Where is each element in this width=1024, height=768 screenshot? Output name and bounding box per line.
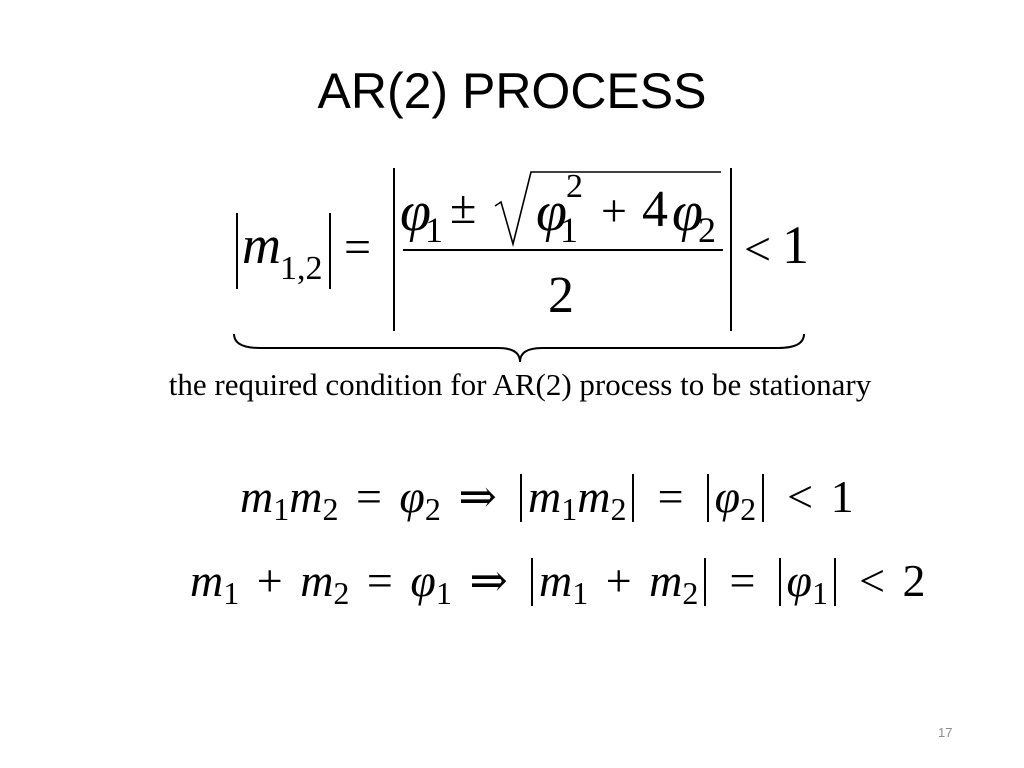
plus-sign: + bbox=[601, 185, 627, 236]
abs-bar-right-1 bbox=[329, 213, 331, 289]
bound-one: 1 bbox=[782, 215, 809, 275]
fraction-bar bbox=[403, 249, 723, 251]
var-m: m bbox=[577, 471, 611, 522]
var-phi: φ bbox=[786, 555, 812, 606]
var-m: m bbox=[649, 555, 683, 606]
var-phi: φ bbox=[714, 471, 741, 522]
var-m: m bbox=[242, 215, 281, 275]
sub-1: 1 bbox=[561, 491, 578, 527]
page-number: 17 bbox=[938, 725, 953, 740]
abs-bar bbox=[520, 474, 523, 522]
denominator: 2 bbox=[548, 267, 574, 324]
abs-bar bbox=[762, 474, 764, 522]
less-than: < bbox=[859, 555, 886, 606]
phi-1-radicand: φ bbox=[536, 181, 567, 243]
implies-arrow: ⇒ bbox=[458, 471, 497, 522]
equals-sign: = bbox=[355, 471, 382, 522]
implies-arrow: ⇒ bbox=[469, 555, 508, 606]
phi-2-sub: 2 bbox=[698, 210, 716, 250]
sub-1: 1 bbox=[572, 575, 589, 611]
sub-2: 2 bbox=[682, 575, 699, 611]
abs-bar-right-2 bbox=[730, 168, 732, 331]
bound-two: 2 bbox=[902, 555, 926, 606]
bound-one: 1 bbox=[830, 471, 854, 522]
abs-bar bbox=[704, 558, 706, 606]
slide-title: AR(2) PROCESS bbox=[317, 63, 707, 119]
abs-bar bbox=[632, 474, 635, 522]
var-m: m bbox=[289, 471, 323, 522]
equals-sign: = bbox=[729, 555, 756, 606]
phi-2: φ bbox=[672, 181, 703, 243]
phi-1-numerator: φ bbox=[400, 181, 431, 243]
equals-sign: = bbox=[366, 555, 393, 606]
sub-2: 2 bbox=[740, 491, 757, 527]
brace-caption: the required condition for AR(2) process… bbox=[168, 367, 872, 402]
phi-1-radicand-sup: 2 bbox=[566, 168, 583, 205]
plus-minus: ± bbox=[450, 181, 477, 234]
abs-bar bbox=[707, 474, 709, 522]
var-phi: φ bbox=[410, 555, 436, 606]
var-m: m bbox=[190, 555, 224, 606]
abs-bar-left-2 bbox=[393, 168, 395, 331]
phi-1-sub: 1 bbox=[425, 210, 443, 250]
var-m: m bbox=[528, 471, 562, 522]
equals-sign: = bbox=[344, 221, 372, 274]
sub-1: 1 bbox=[811, 575, 828, 611]
sub-2: 2 bbox=[322, 491, 339, 527]
sqrt-radical bbox=[494, 171, 721, 248]
abs-bar bbox=[531, 558, 533, 606]
plus-sign: + bbox=[605, 555, 632, 606]
underbrace bbox=[233, 333, 805, 363]
var-m: m bbox=[538, 555, 573, 606]
less-than: < bbox=[787, 471, 814, 522]
four: 4 bbox=[642, 181, 668, 238]
sum-roots-formula: m1 + m2 = φ1 ⇒ m1 + m2 = φ1 < 2 bbox=[190, 555, 926, 610]
abs-bar-left-1 bbox=[236, 213, 238, 289]
sub-1: 1 bbox=[223, 575, 240, 611]
abs-bar bbox=[778, 558, 781, 606]
sub-1: 1 bbox=[273, 491, 290, 527]
var-m: m bbox=[240, 471, 274, 522]
sub-2: 2 bbox=[333, 575, 350, 611]
phi-1-radicand-sub: 1 bbox=[560, 210, 578, 250]
equals-sign: = bbox=[657, 471, 684, 522]
product-roots-formula: m1m2 = φ2 ⇒ m1m2 = φ2 < 1 bbox=[240, 471, 854, 526]
less-than: < bbox=[744, 223, 772, 276]
sub-2: 2 bbox=[610, 491, 627, 527]
abs-bar bbox=[833, 558, 836, 606]
plus-sign: + bbox=[256, 555, 283, 606]
sub-2: 2 bbox=[424, 491, 441, 527]
var-m: m bbox=[300, 555, 334, 606]
var-phi: φ bbox=[399, 471, 425, 522]
subscript-1-2: 1,2 bbox=[280, 250, 323, 287]
sub-1: 1 bbox=[435, 575, 452, 611]
